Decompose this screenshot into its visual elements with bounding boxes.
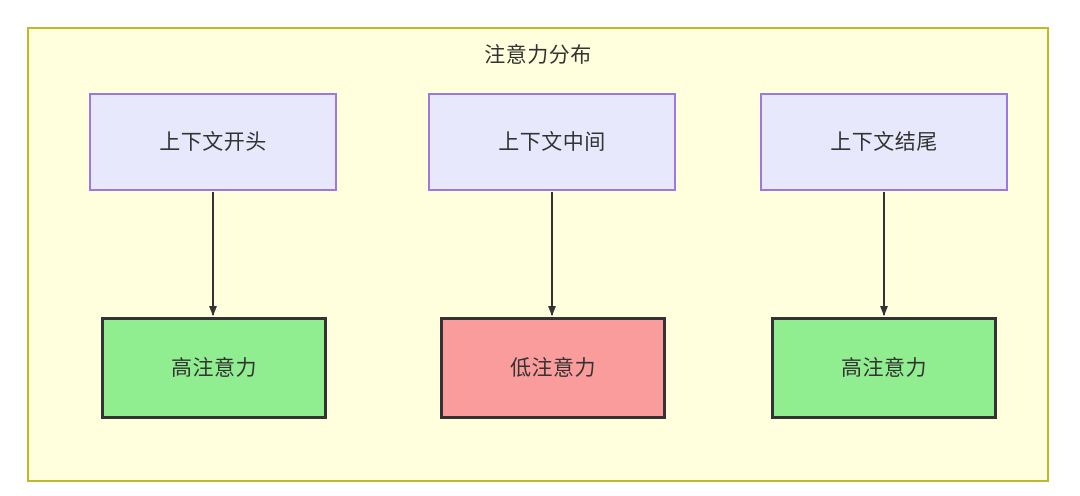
node-context-start[interactable]: 上下文开头 bbox=[89, 93, 337, 191]
node-context-end[interactable]: 上下文结尾 bbox=[760, 93, 1008, 191]
node-attention-high-left[interactable]: 高注意力 bbox=[101, 317, 327, 419]
subgraph-title: 注意力分布 bbox=[484, 44, 592, 67]
node-attention-high-right[interactable]: 高注意力 bbox=[771, 317, 997, 419]
node-context-middle[interactable]: 上下文中间 bbox=[428, 93, 676, 191]
node-attention-low-middle[interactable]: 低注意力 bbox=[440, 317, 666, 419]
